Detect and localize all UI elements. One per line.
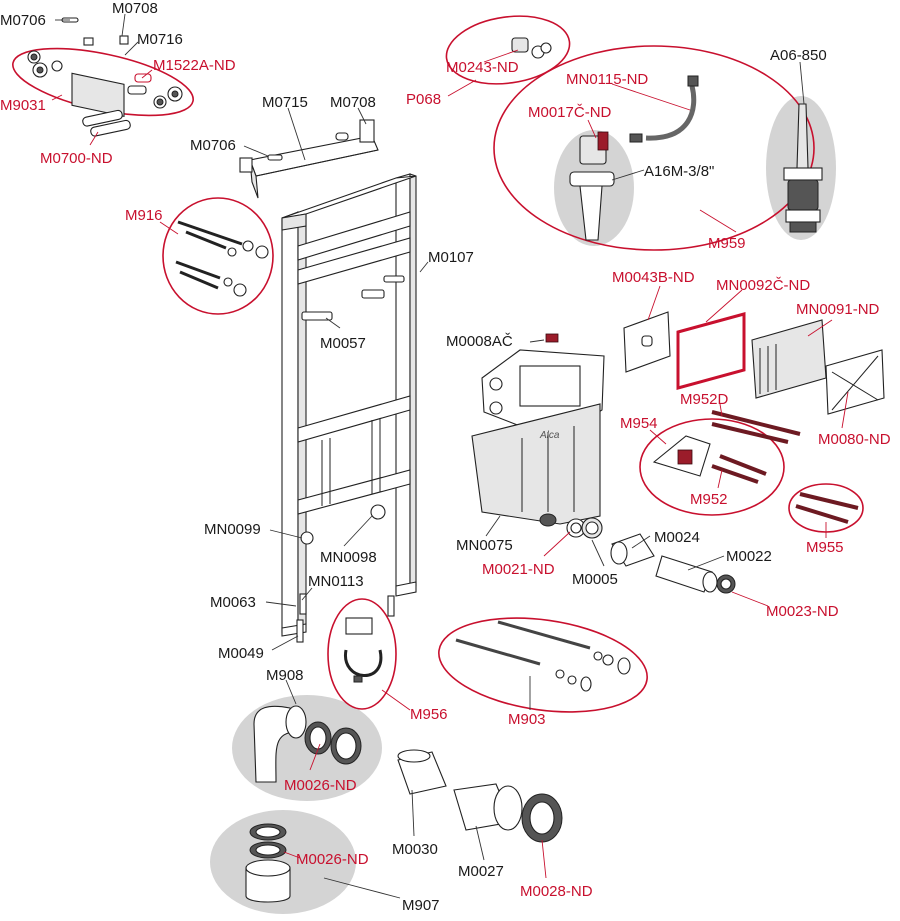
label-m0008ac: M0008AČ bbox=[446, 333, 513, 350]
label-m952d: M952D bbox=[680, 391, 729, 408]
label-m0028: M0028-ND bbox=[520, 883, 593, 900]
bottom-pipes-drawing bbox=[397, 749, 563, 843]
label-mn0115: MN0115-ND bbox=[566, 71, 648, 88]
label-m0023: M0023-ND bbox=[766, 603, 839, 620]
label-mn0075: MN0075 bbox=[456, 537, 513, 554]
label-m952: M952 bbox=[690, 491, 728, 508]
label-m0700: M0700-ND bbox=[40, 150, 113, 167]
crossbar-drawing bbox=[239, 119, 379, 199]
long-rods-drawing bbox=[455, 620, 631, 692]
adapter-drawing bbox=[245, 823, 291, 903]
m916-group-ring bbox=[162, 197, 274, 315]
cistern-drawing: Alca bbox=[471, 333, 605, 527]
label-m0026-top: M0026-ND bbox=[284, 777, 357, 794]
label-mn0098: MN0098 bbox=[320, 549, 377, 566]
label-mn0099: MN0099 bbox=[204, 521, 261, 538]
label-m959: M959 bbox=[708, 235, 746, 252]
label-m0708-top: M0708 bbox=[112, 0, 158, 17]
label-m0708-mid: M0708 bbox=[330, 94, 376, 111]
m0243-parts-drawing bbox=[511, 37, 552, 59]
elbow-drawing bbox=[253, 705, 362, 783]
m956-group-ring bbox=[327, 598, 397, 710]
label-m9031: M9031 bbox=[0, 97, 46, 114]
label-m0706-top: M0706 bbox=[0, 12, 46, 29]
label-m0026-bottom: M0026-ND bbox=[296, 851, 369, 868]
label-m0022: M0022 bbox=[726, 548, 772, 565]
label-m0706-mid: M0706 bbox=[190, 137, 236, 154]
label-m0027: M0027 bbox=[458, 863, 504, 880]
actuation-plates-drawing bbox=[623, 311, 885, 415]
m0243-group-ring bbox=[445, 15, 571, 85]
pipes-drawing bbox=[566, 517, 736, 594]
leader-lines bbox=[51, 13, 849, 899]
label-p068: P068 bbox=[406, 91, 441, 108]
label-m907: M907 bbox=[402, 897, 440, 914]
rods-drawing bbox=[652, 410, 859, 524]
label-m0243: M0243-ND bbox=[446, 59, 519, 76]
label-m954: M954 bbox=[620, 415, 658, 432]
m959-group-ring bbox=[493, 45, 815, 251]
label-m0024: M0024 bbox=[654, 529, 700, 546]
label-mn0113: MN0113 bbox=[308, 573, 364, 590]
label-m0107: M0107 bbox=[428, 249, 474, 266]
label-m0043b: M0043B-ND bbox=[612, 269, 695, 286]
m903-group-ring bbox=[438, 617, 648, 713]
clip-drawing bbox=[344, 617, 383, 683]
label-mn0091: MN0091-ND bbox=[796, 301, 880, 318]
label-m1522a: M1522A-ND bbox=[153, 57, 236, 74]
label-m0017c: M0017Č-ND bbox=[528, 104, 612, 121]
label-m955: M955 bbox=[806, 539, 844, 556]
bolt-kit-drawing bbox=[175, 220, 269, 297]
cistern-logo: Alca bbox=[539, 430, 560, 441]
label-a16m: A16M-3/8" bbox=[644, 163, 714, 180]
label-m956: M956 bbox=[410, 706, 448, 723]
bracket-kit-drawing bbox=[27, 17, 183, 137]
fill-valve-drawing bbox=[569, 75, 699, 241]
label-m0030: M0030 bbox=[392, 841, 438, 858]
label-m916: M916 bbox=[125, 207, 163, 224]
label-m0716: M0716 bbox=[137, 31, 183, 48]
main-frame-drawing bbox=[281, 173, 417, 643]
label-m0057: M0057 bbox=[320, 335, 366, 352]
label-m0021: M0021-ND bbox=[482, 561, 555, 578]
label-a06-850: A06-850 bbox=[770, 47, 827, 64]
label-m908: M908 bbox=[266, 667, 304, 684]
label-mn0092c: MN0092Č-ND bbox=[716, 277, 810, 294]
label-m903: M903 bbox=[508, 711, 546, 728]
flush-valve-drawing bbox=[783, 103, 823, 233]
m954-group-ring bbox=[639, 418, 785, 516]
label-m0049: M0049 bbox=[218, 645, 264, 662]
label-m0080: M0080-ND bbox=[818, 431, 891, 448]
label-m0005: M0005 bbox=[572, 571, 618, 588]
label-m0063: M0063 bbox=[210, 594, 256, 611]
label-m0715: M0715 bbox=[262, 94, 308, 111]
